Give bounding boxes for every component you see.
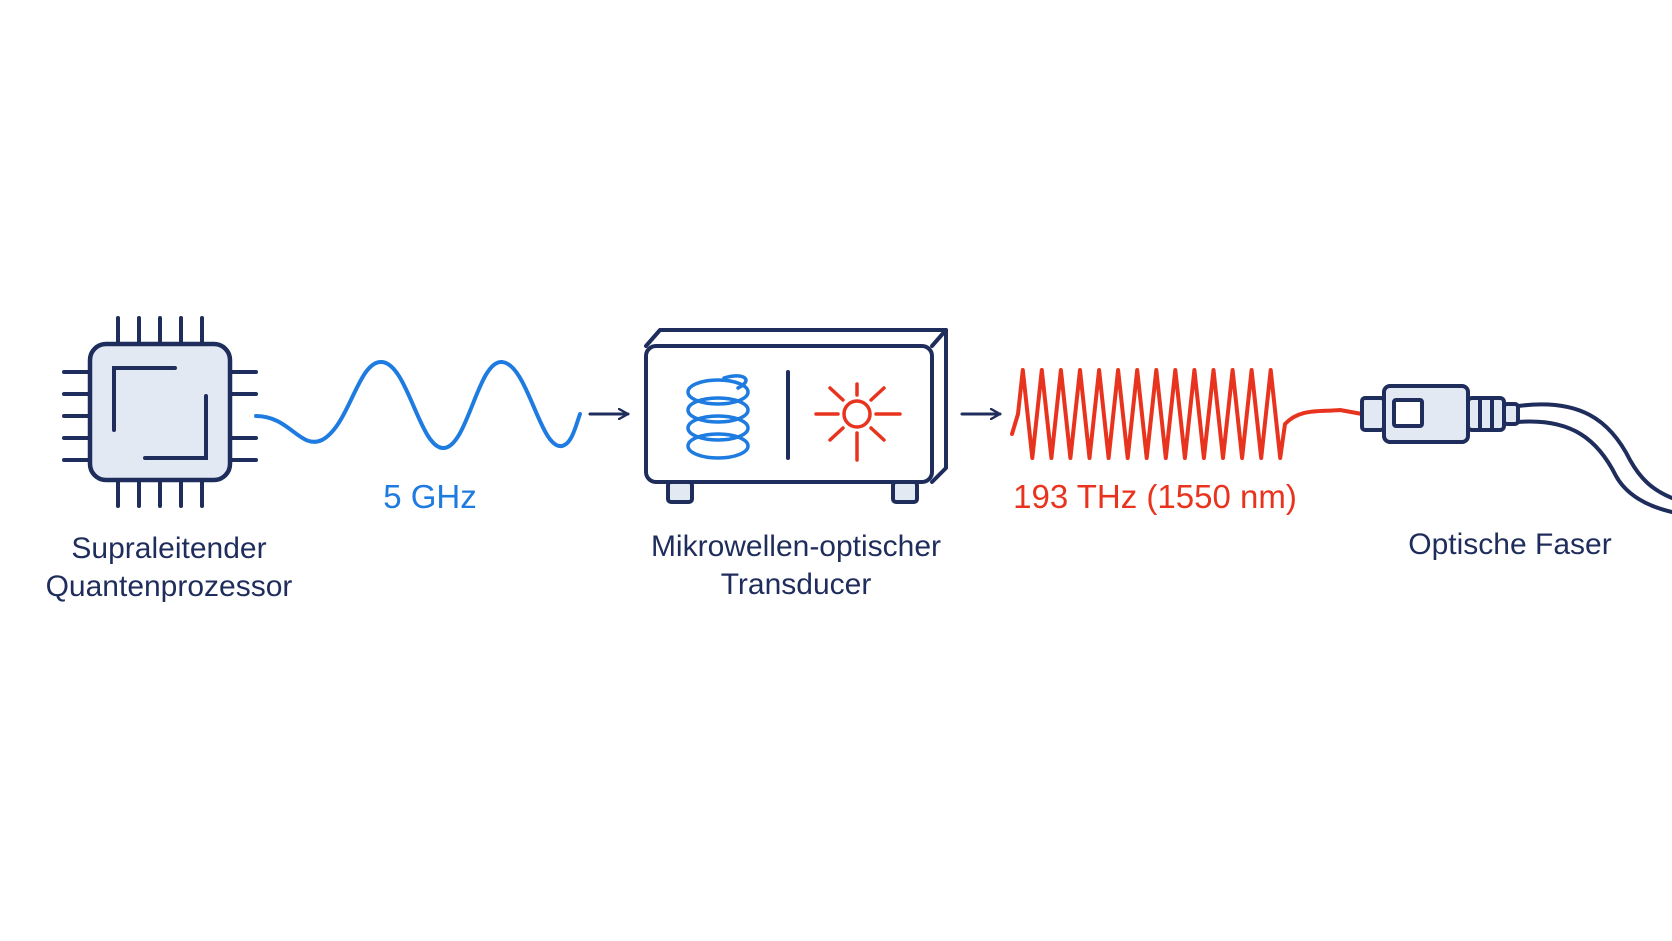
microwave-frequency-label: 5 GHz [383, 478, 477, 515]
laser-burst-icon [814, 382, 902, 462]
coil-icon [686, 374, 750, 460]
transducer-label-line2: Transducer [720, 567, 872, 601]
fiber-cable-inner [1516, 419, 1672, 514]
processor-label-line1: Supraleitender [71, 532, 267, 565]
fiber-cable [1516, 402, 1672, 500]
processor-label: Supraleitender Quantenprozessor [14, 530, 324, 605]
sine-wave-icon [254, 360, 582, 450]
high-frequency-wave-icon [1010, 368, 1364, 460]
optical-frequency-label: 193 THz (1550 nm) [1013, 478, 1297, 515]
transducer-label: Mikrowellen-optischer Transducer [620, 528, 972, 603]
transducer-label-line1: Mikrowellen-optischer [650, 530, 942, 563]
fiber-connector-icon [1360, 384, 1520, 444]
chip-icon [62, 316, 258, 508]
processor-label-line2: Quantenprozessor [45, 569, 293, 603]
fiber-label: Optische Faser [1408, 528, 1612, 561]
